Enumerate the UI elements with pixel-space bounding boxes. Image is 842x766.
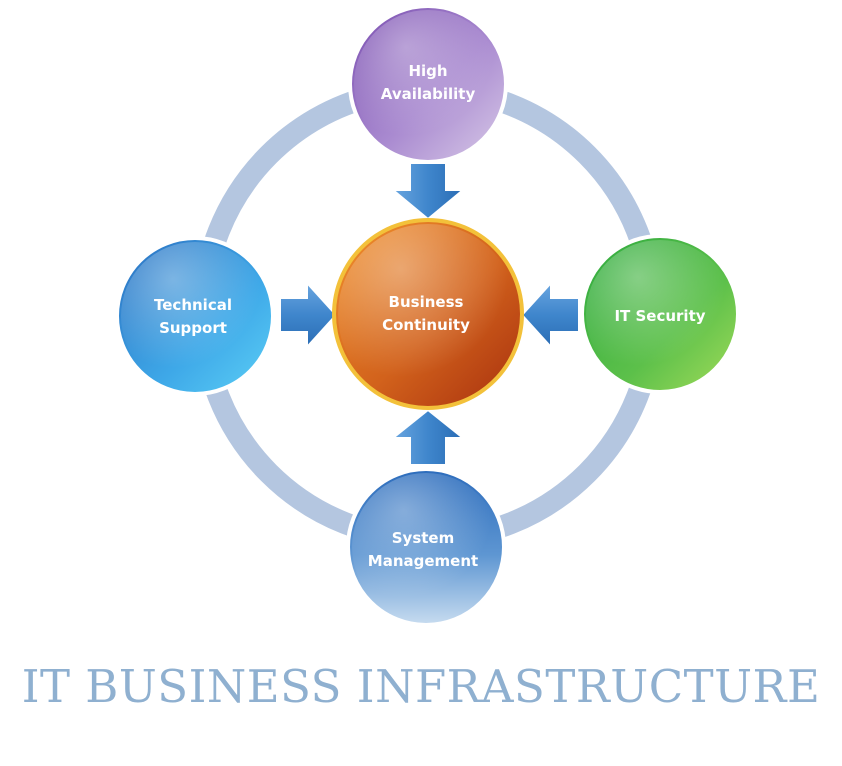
arrow-right-icon bbox=[279, 280, 338, 350]
arrow-up-icon bbox=[390, 408, 466, 466]
arrow-left-icon bbox=[520, 280, 580, 350]
node-system-management: System Management bbox=[346, 467, 506, 627]
node-label: IT Security bbox=[614, 307, 705, 325]
node-business-continuity: Business Continuity bbox=[332, 218, 524, 410]
node-label: Continuity bbox=[382, 316, 470, 334]
node-label: System bbox=[392, 529, 454, 547]
node-technical-support: Technical Support bbox=[115, 236, 275, 396]
node-label: Management bbox=[368, 552, 478, 570]
diagram-title: IT BUSINESS INFRASTRUCTURE bbox=[21, 660, 821, 713]
node-label: High bbox=[408, 62, 447, 80]
arrow-down-icon bbox=[390, 162, 466, 221]
node-high-availability: High Availability bbox=[348, 4, 508, 164]
node-label: Business bbox=[389, 293, 464, 311]
node-label: Technical bbox=[154, 296, 232, 314]
node-label: Support bbox=[159, 319, 227, 337]
node-label: Availability bbox=[381, 85, 476, 103]
node-it-security: IT Security bbox=[580, 234, 740, 394]
